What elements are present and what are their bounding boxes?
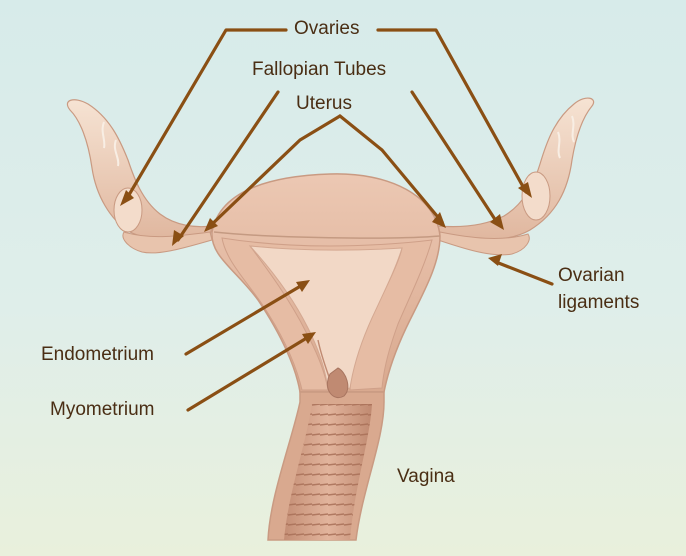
label-ovarian-ligaments: Ovarian ligaments bbox=[558, 262, 639, 316]
label-myometrium: Myometrium bbox=[50, 399, 155, 421]
label-ovarian-ligaments-line2: ligaments bbox=[558, 289, 639, 316]
uterus-body bbox=[212, 174, 440, 392]
label-fallopian-tubes: Fallopian Tubes bbox=[252, 59, 386, 81]
vagina-canal bbox=[268, 368, 384, 540]
label-endometrium: Endometrium bbox=[41, 344, 154, 366]
label-ovaries: Ovaries bbox=[294, 18, 359, 40]
right-fallopian-tube bbox=[436, 98, 594, 255]
label-vagina: Vagina bbox=[397, 466, 455, 488]
label-ovarian-ligaments-line1: Ovarian bbox=[558, 262, 639, 289]
right-ovary bbox=[522, 172, 550, 220]
label-uterus: Uterus bbox=[296, 93, 352, 115]
